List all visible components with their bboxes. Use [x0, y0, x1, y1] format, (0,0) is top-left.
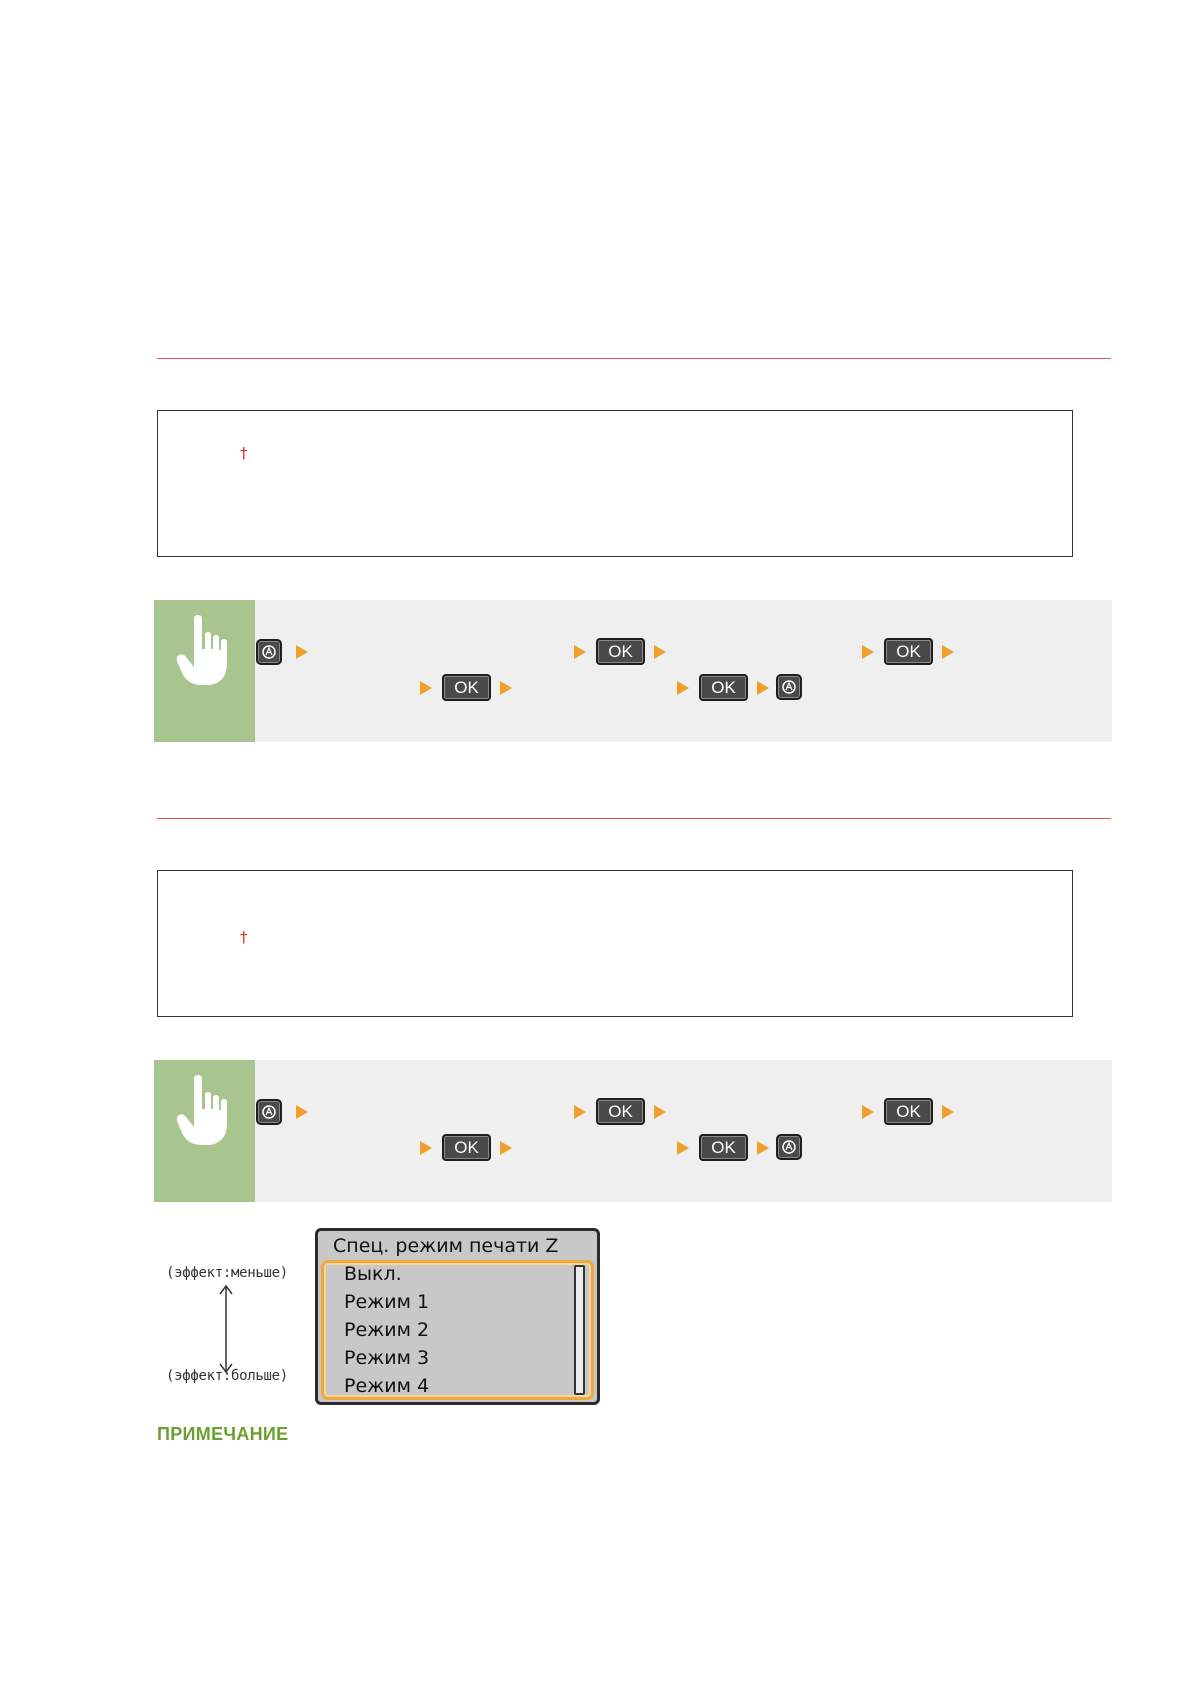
- lcd-title: Спец. режим печати Z: [333, 1235, 559, 1257]
- orange-triangle-arrow-icon: [420, 681, 432, 695]
- menu-key[interactable]: [776, 674, 802, 700]
- orange-triangle-arrow-icon: [677, 681, 689, 695]
- orange-triangle-arrow-icon: [862, 1105, 874, 1119]
- orange-triangle-arrow-icon: [757, 1141, 769, 1155]
- section-divider: [157, 818, 1111, 819]
- default-marker: †: [240, 444, 248, 462]
- orange-triangle-arrow-icon: [500, 681, 512, 695]
- lcd-option-list: [321, 1260, 594, 1400]
- menu-key-icon: [262, 645, 276, 659]
- ok-key[interactable]: OK: [884, 638, 933, 665]
- ok-key[interactable]: OK: [596, 638, 645, 665]
- orange-triangle-arrow-icon: [574, 1105, 586, 1119]
- orange-triangle-arrow-icon: [296, 645, 308, 659]
- orange-triangle-arrow-icon: [942, 1105, 954, 1119]
- hand-panel: [154, 600, 255, 742]
- orange-triangle-arrow-icon: [654, 645, 666, 659]
- menu-key[interactable]: [256, 1099, 282, 1125]
- menu-key[interactable]: [776, 1134, 802, 1160]
- lcd-option[interactable]: Режим 3: [344, 1347, 430, 1369]
- settings-box: †: [157, 410, 1073, 557]
- menu-key-icon: [782, 1140, 796, 1154]
- note-heading: ПРИМЕЧАНИЕ: [157, 1424, 289, 1444]
- lcd-option[interactable]: Выкл.: [344, 1263, 402, 1285]
- orange-triangle-arrow-icon: [677, 1141, 689, 1155]
- settings-box: †: [157, 870, 1073, 1017]
- ok-key[interactable]: OK: [884, 1098, 933, 1125]
- effect-more-label: (эффект:больше): [166, 1368, 288, 1384]
- lcd-option[interactable]: Режим 1: [344, 1291, 430, 1313]
- section-divider: [157, 358, 1111, 359]
- menu-key[interactable]: [256, 639, 282, 665]
- orange-triangle-arrow-icon: [942, 645, 954, 659]
- menu-key-icon: [262, 1105, 276, 1119]
- orange-triangle-arrow-icon: [500, 1141, 512, 1155]
- effect-less-label: (эффект:меньше): [166, 1265, 288, 1281]
- orange-triangle-arrow-icon: [862, 645, 874, 659]
- orange-triangle-arrow-icon: [574, 645, 586, 659]
- lcd-option[interactable]: Режим 4: [344, 1375, 430, 1397]
- ok-key[interactable]: OK: [596, 1098, 645, 1125]
- operation-panel: OK OK OK OK: [154, 1060, 1112, 1202]
- hand-panel: [154, 1060, 255, 1202]
- lcd-scrollbar[interactable]: [574, 1265, 585, 1395]
- ok-key[interactable]: OK: [699, 1134, 748, 1161]
- orange-triangle-arrow-icon: [420, 1141, 432, 1155]
- ok-key[interactable]: OK: [699, 674, 748, 701]
- lcd-option[interactable]: Режим 2: [344, 1319, 430, 1341]
- orange-triangle-arrow-icon: [654, 1105, 666, 1119]
- ok-key[interactable]: OK: [442, 674, 491, 701]
- double-arrow-icon: [219, 1284, 233, 1374]
- operation-panel: OK OK OK OK: [154, 600, 1112, 742]
- orange-triangle-arrow-icon: [296, 1105, 308, 1119]
- lcd-screen: Спец. режим печати Z Выкл. Режим 1 Режим…: [315, 1228, 600, 1405]
- menu-key-icon: [782, 680, 796, 694]
- pointing-hand-icon: [176, 1075, 227, 1145]
- default-marker: †: [240, 928, 248, 946]
- orange-triangle-arrow-icon: [757, 681, 769, 695]
- pointing-hand-icon: [176, 615, 227, 685]
- ok-key[interactable]: OK: [442, 1134, 491, 1161]
